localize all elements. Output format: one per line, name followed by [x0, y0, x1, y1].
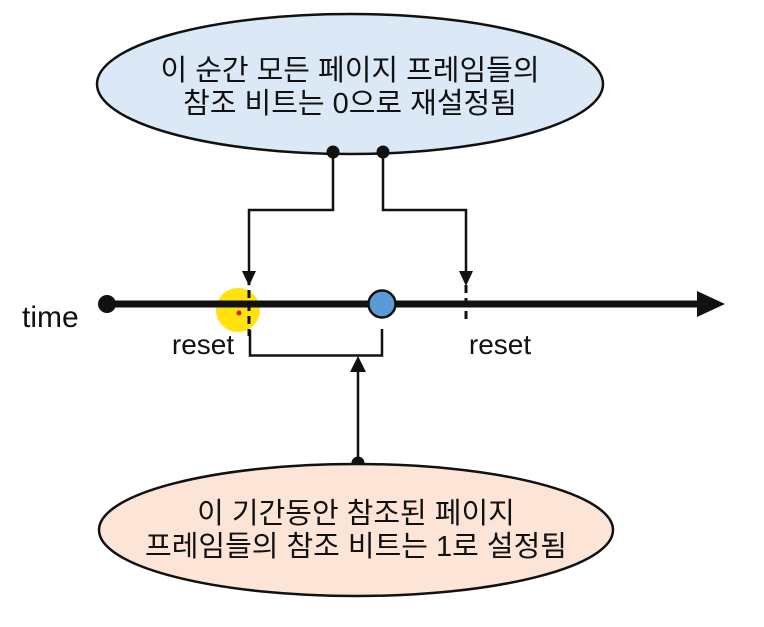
bottom-callout-text-line2: 프레임들의 참조 비트는 1로 설정됨 [145, 531, 567, 563]
blue-reference-marker [367, 289, 397, 319]
top-callout-ellipse [95, 12, 605, 156]
timeline-arrowhead-icon [697, 291, 725, 317]
interval-bracket [248, 329, 384, 357]
reset-label-left: reset [172, 329, 234, 360]
yellow-highlight-marker [216, 288, 260, 332]
top-callout-text-line1: 이 순간 모든 페이지 프레임들의 [160, 55, 539, 87]
reset-label-right: reset [469, 329, 531, 360]
red-pointer-dot [236, 310, 242, 316]
bottom-callout-ellipse [97, 462, 615, 598]
top-callout-text-line2: 참조 비트는 0으로 재설정됨 [183, 88, 517, 120]
left-elbow-connector [247, 152, 335, 273]
bottom-connector-arrowhead-icon [350, 356, 366, 372]
time-axis-label: time [22, 301, 79, 334]
right-elbow-connector [381, 152, 468, 273]
bottom-callout-text-line1: 이 기간동안 참조된 페이지 [197, 498, 515, 530]
timeline-start-dot [98, 295, 116, 313]
